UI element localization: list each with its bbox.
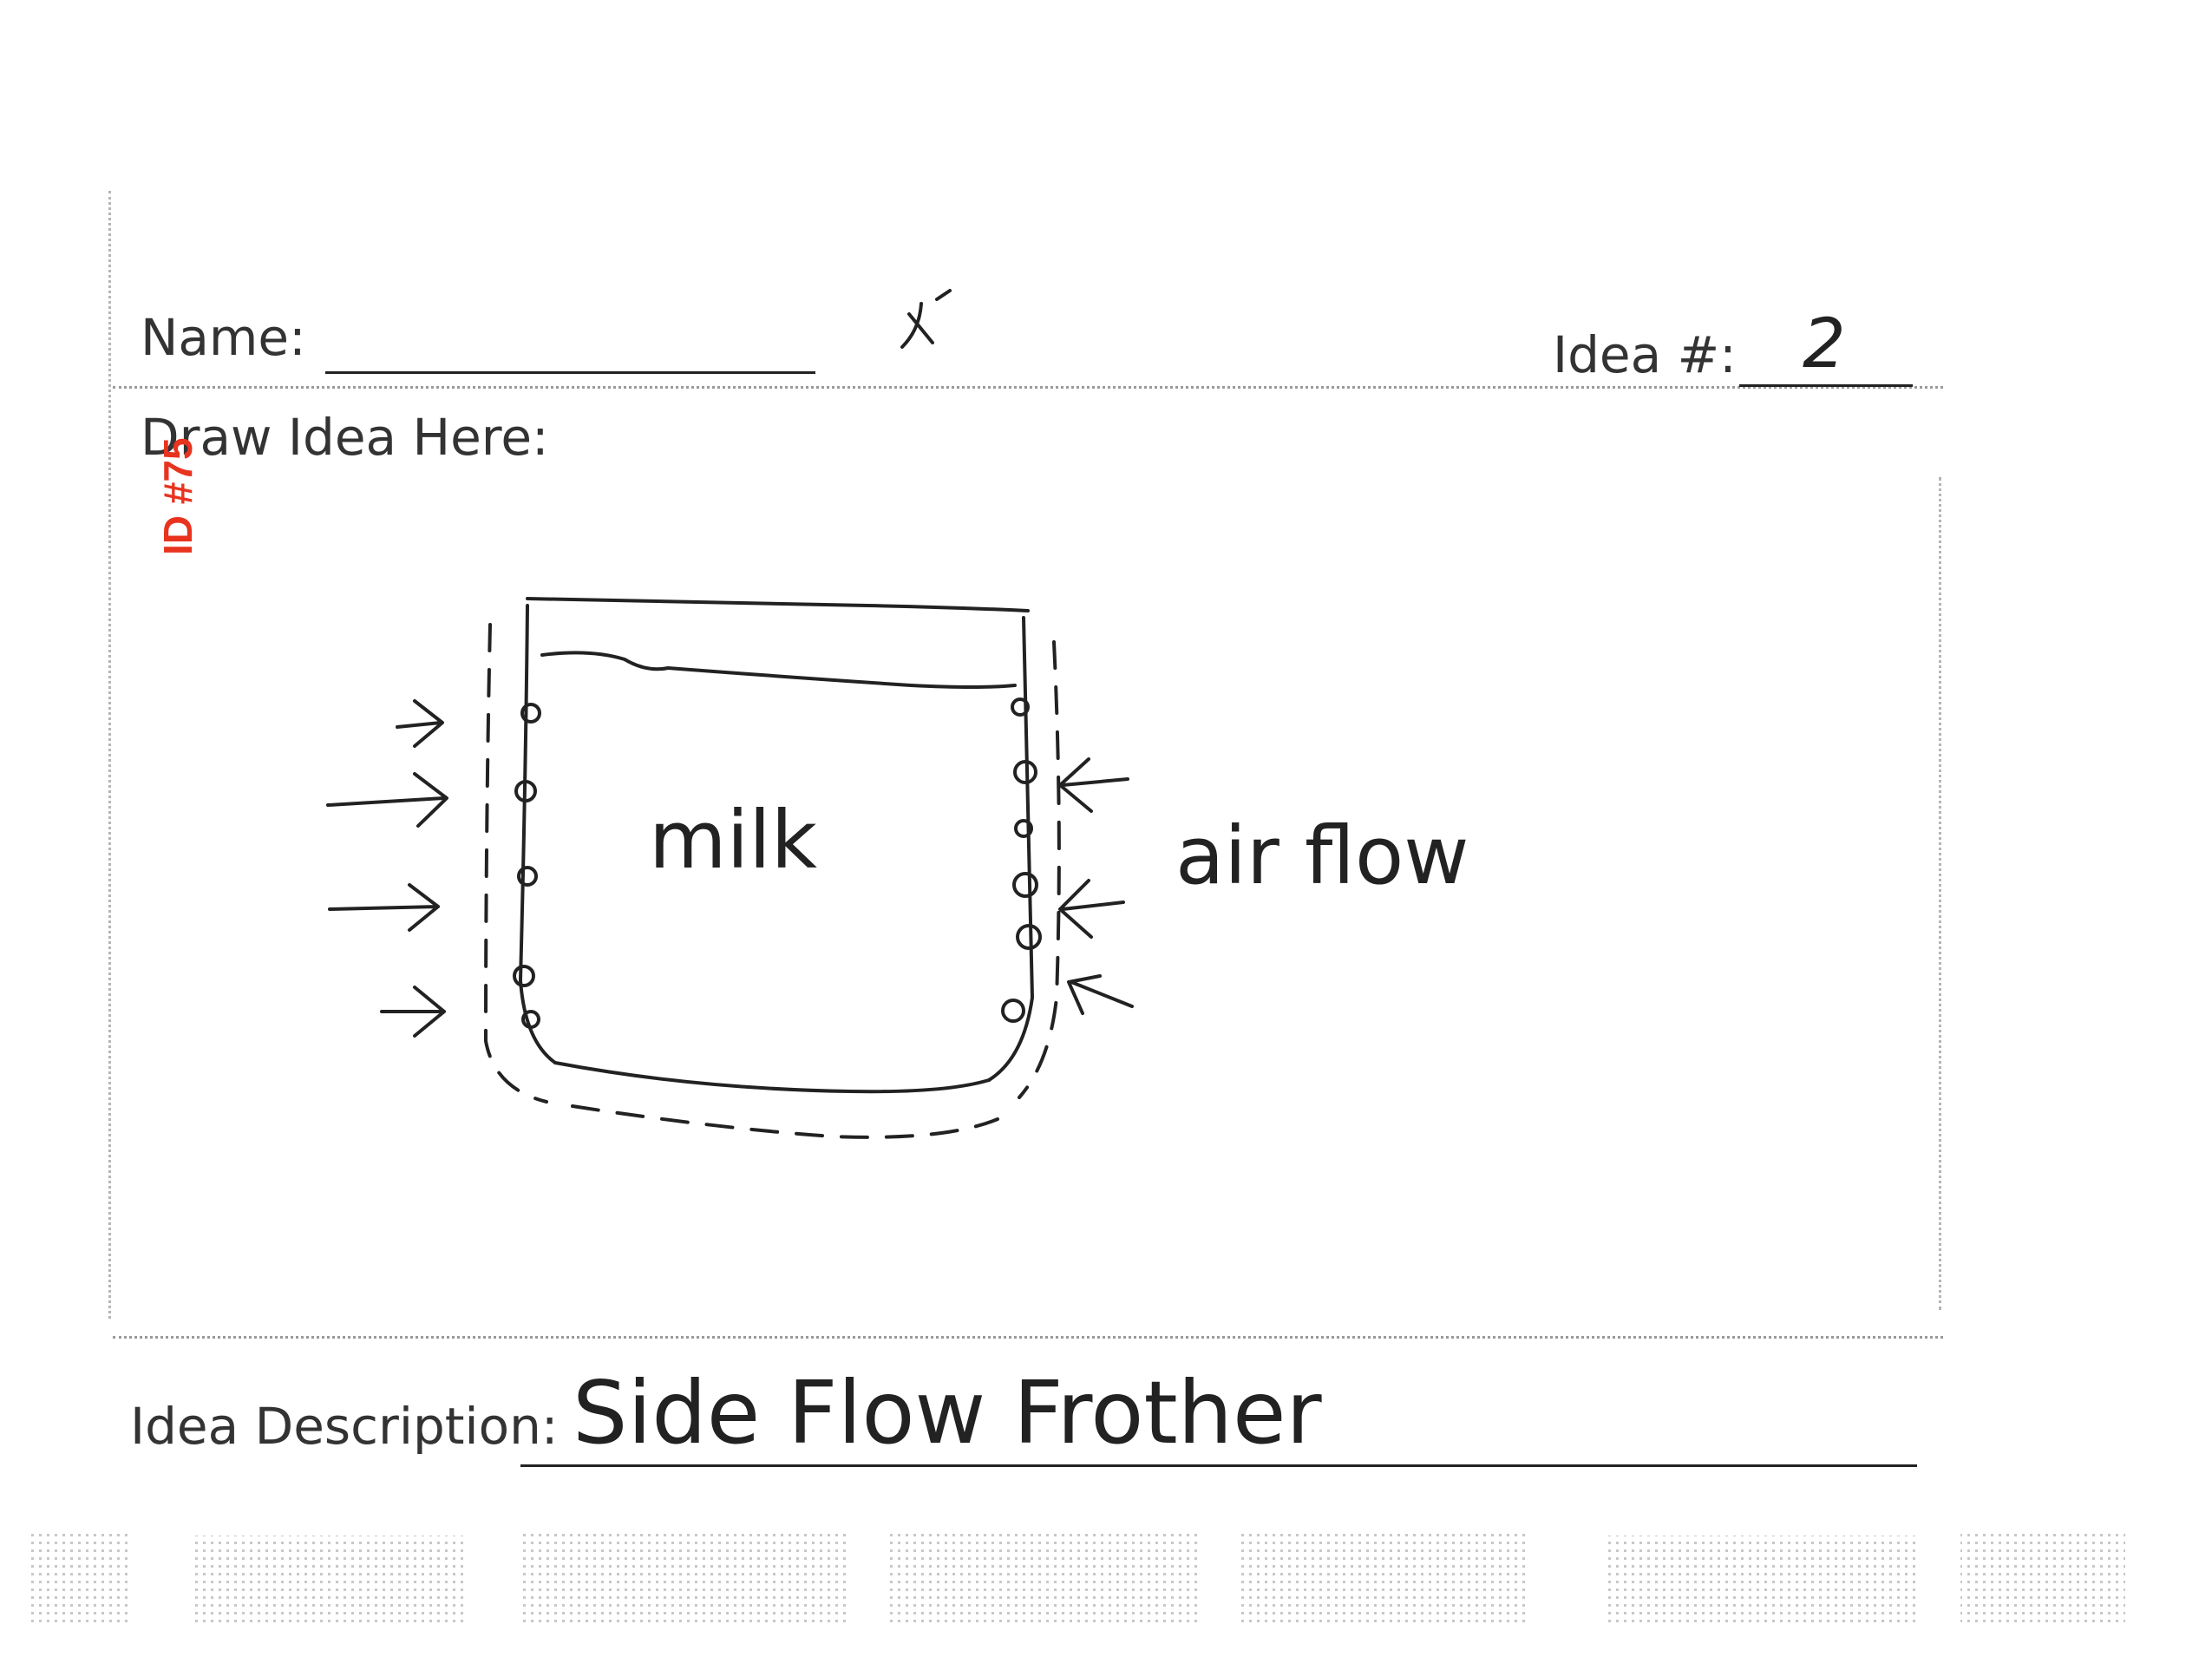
stray-mark: [902, 291, 950, 347]
airflow-label: air flow: [1175, 809, 1469, 902]
scan-noise: [0, 1518, 2212, 1657]
airflow-arrows-right: [1060, 759, 1132, 1013]
idea-description-label: Idea Description:: [130, 1397, 558, 1456]
milk-surface: [542, 652, 1015, 687]
container-bottom: [555, 1063, 989, 1091]
idea-description-underline: [520, 1464, 1917, 1467]
airflow-arrows-left: [328, 701, 447, 1036]
container-left-wall: [520, 606, 555, 1063]
idea-description-value: Side Flow Frother: [573, 1362, 1322, 1464]
bubbles-right: [1003, 699, 1040, 1021]
container-rim: [527, 599, 1028, 611]
milk-label: milk: [649, 794, 818, 887]
